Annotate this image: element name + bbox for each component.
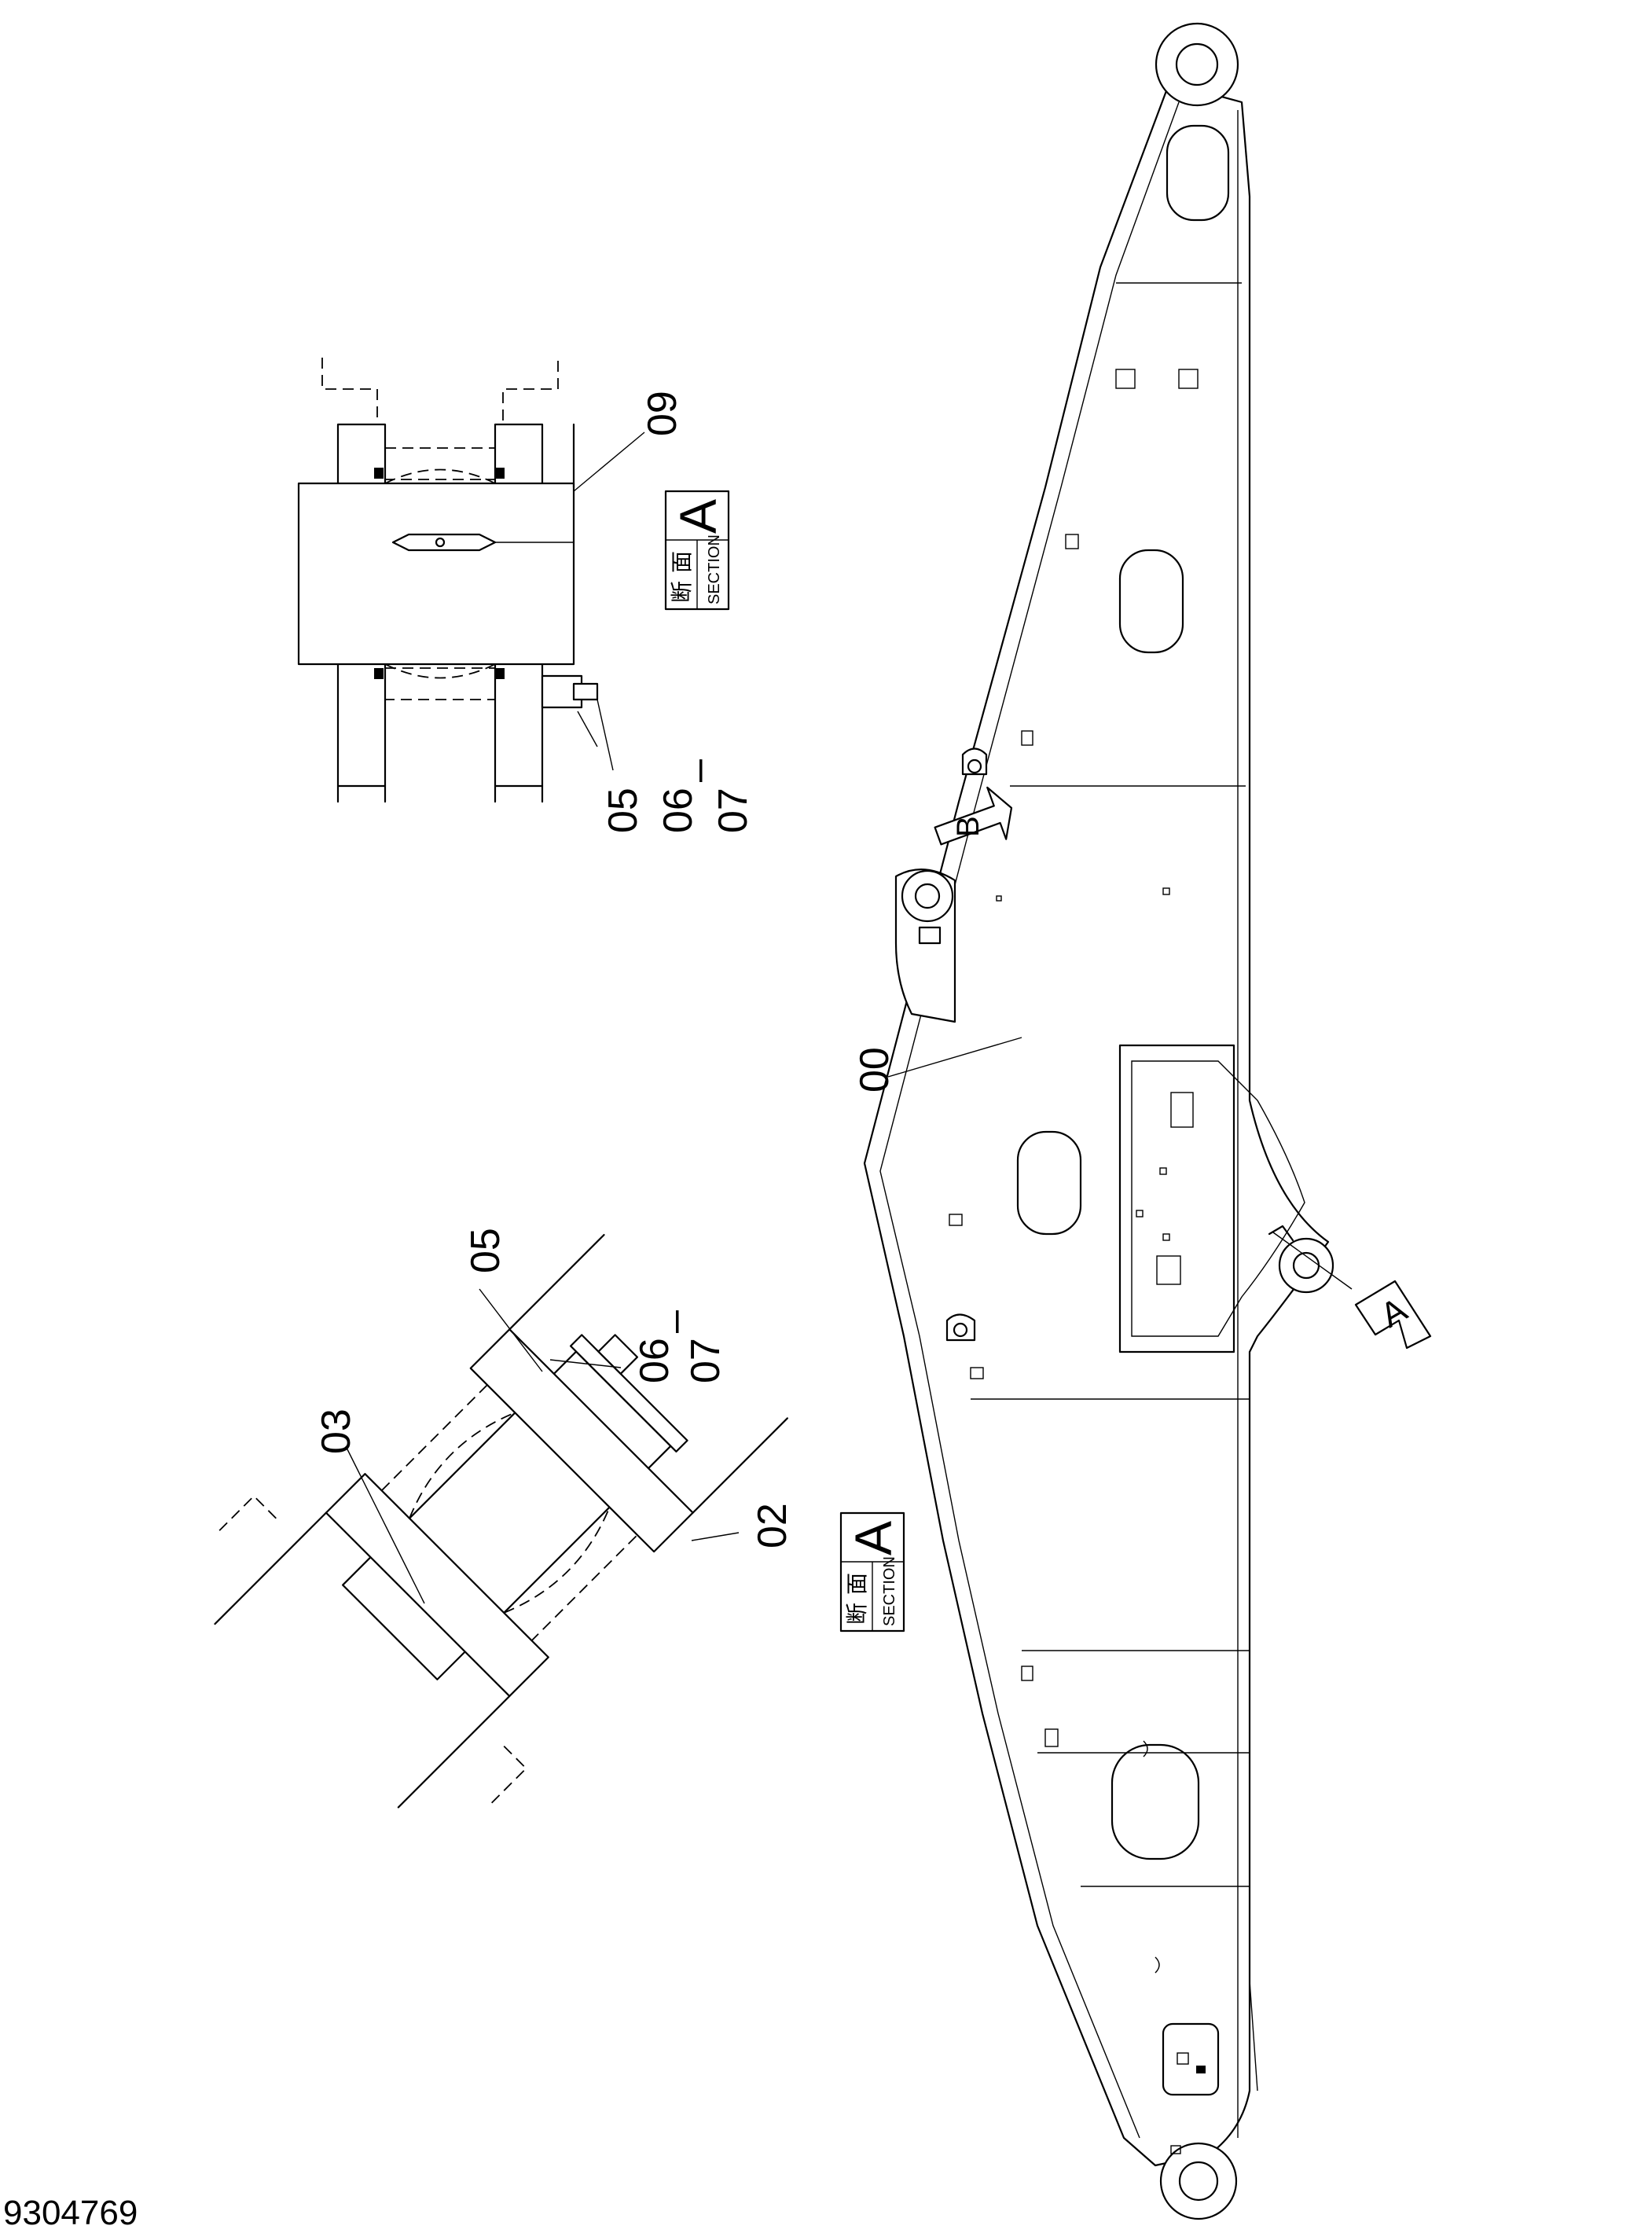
svg-text:断: 断	[669, 581, 695, 603]
svg-text:A: A	[669, 499, 727, 534]
label-00: 00	[852, 1047, 898, 1093]
cylinder-pin	[1278, 1237, 1334, 1294]
label-07-upper: 07	[710, 788, 756, 833]
lightening-hole	[1016, 1130, 1082, 1236]
lightening-hole	[1166, 124, 1230, 222]
section-view-lower	[214, 1233, 788, 1809]
boom-flange-line	[879, 101, 1180, 2139]
label-range-sep-lower: –	[652, 1310, 697, 1333]
foot-pin-boss	[1159, 2142, 1238, 2220]
cylinder-bracket-window	[1118, 1044, 1235, 1353]
label-03: 03	[314, 1408, 359, 1454]
svg-text:面: 面	[669, 551, 695, 573]
boom-assembly	[863, 22, 1353, 2220]
lightening-hole	[1111, 1743, 1200, 1860]
foot-pocket	[1162, 2022, 1220, 2096]
view-marker-a: A	[1354, 1280, 1432, 1350]
label-06-lower: 06	[632, 1338, 677, 1383]
lightening-hole	[1118, 549, 1184, 654]
label-05-lower: 05	[463, 1228, 508, 1273]
part-labels: 00 09 05 06 – 07 05 06 – 07 03 02	[314, 391, 898, 1548]
section-box-lower: 断 面 SECTION A	[839, 1511, 905, 1633]
label-07-lower: 07	[683, 1338, 729, 1383]
view-marker-b-letter: B	[951, 816, 986, 837]
boom-outline	[863, 81, 1330, 2167]
svg-text:SECTION: SECTION	[706, 534, 723, 604]
head-pin-boss	[1155, 22, 1239, 107]
drawing-number: 9304769	[3, 2194, 138, 2229]
view-marker-b: B	[934, 786, 1013, 846]
svg-text:A: A	[844, 1521, 902, 1555]
svg-text:面: 面	[844, 1573, 870, 1595]
svg-text:断: 断	[844, 1603, 870, 1625]
section-view-upper	[297, 358, 599, 803]
section-pin	[297, 482, 575, 666]
section-box-upper: 断 面 SECTION A	[664, 490, 730, 611]
leader-lines	[345, 432, 1022, 1604]
label-range-sep-upper: –	[675, 759, 721, 782]
label-06-upper: 06	[655, 788, 701, 833]
label-05-upper: 05	[600, 788, 646, 833]
svg-text:SECTION: SECTION	[881, 1556, 898, 1626]
label-09: 09	[640, 391, 685, 436]
label-02: 02	[750, 1503, 795, 1548]
